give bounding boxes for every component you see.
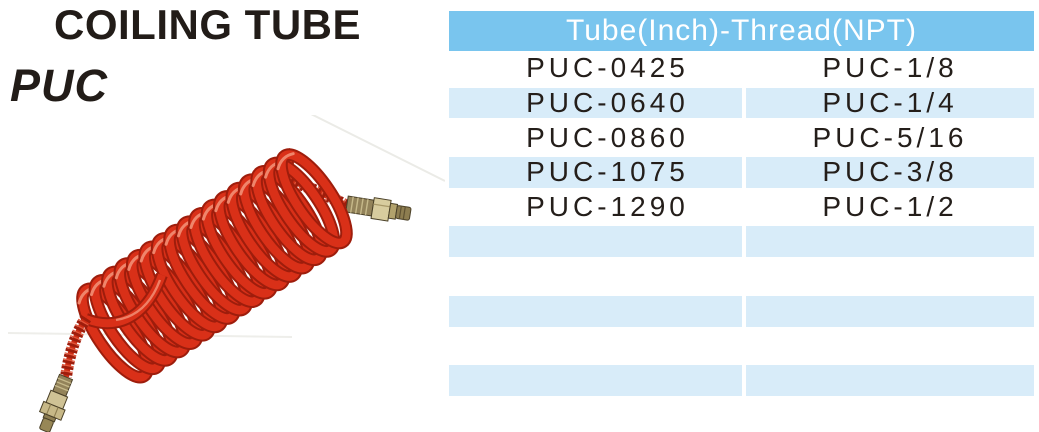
thread-cell: PUC-5/16 [746, 120, 1034, 155]
tube-cell [449, 329, 742, 364]
page-title: COILING TUBE [54, 1, 361, 48]
table-row [449, 329, 1034, 364]
thread-cell [746, 293, 1034, 329]
table-body: PUC-0425 PUC-1/8 PUC-0640 PUC-1/4 PUC-08… [449, 51, 1034, 398]
product-photo [0, 106, 446, 432]
thread-cell: PUC-3/8 [746, 155, 1034, 190]
thread-cell: PUC-1/4 [746, 85, 1034, 121]
thread-cell: PUC-1/2 [746, 190, 1034, 225]
thread-cell [746, 259, 1034, 294]
thread-code: PUC-3/8 [822, 156, 958, 188]
thread-code: PUC-1/2 [822, 191, 958, 223]
table-header-label: Tube(Inch)-Thread(NPT) [566, 14, 917, 47]
tube-code: PUC-0425 [526, 52, 689, 84]
left-end-fitting [38, 272, 168, 432]
tube-cell: PUC-0640 [449, 85, 742, 121]
table-row: PUC-0640 PUC-1/4 [449, 85, 1034, 121]
thread-code: PUC-1/8 [822, 52, 958, 84]
tube-cell [449, 224, 742, 260]
table-row [449, 224, 1034, 260]
scan-artifact-line [296, 106, 446, 182]
spec-table: Tube(Inch)-Thread(NPT) PUC-0425 PUC-1/8 … [449, 11, 1034, 398]
thread-cell [746, 224, 1034, 260]
tube-code: PUC-0640 [526, 87, 689, 119]
thread-cell [746, 363, 1034, 398]
thread-cell: PUC-1/8 [746, 51, 1034, 86]
thread-code: PUC-5/16 [812, 121, 968, 153]
tube-cell [449, 363, 742, 398]
table-row: PUC-1290 PUC-1/2 [449, 190, 1034, 225]
table-row: PUC-0425 PUC-1/8 [449, 51, 1034, 86]
tube-code: PUC-1290 [526, 191, 689, 223]
table-row: PUC-1075 PUC-3/8 [449, 155, 1034, 190]
tube-code: PUC-0860 [526, 121, 689, 153]
tube-cell [449, 259, 742, 294]
series-code: PUC [10, 60, 109, 111]
thread-code: PUC-1/4 [822, 87, 958, 119]
tube-cell: PUC-0425 [449, 51, 742, 86]
table-header-row: Tube(Inch)-Thread(NPT) [449, 11, 1034, 51]
tube-cell: PUC-1075 [449, 155, 742, 190]
table-row [449, 293, 1034, 329]
tube-cell: PUC-0860 [449, 120, 742, 155]
tube-cell: PUC-1290 [449, 190, 742, 225]
thread-cell [746, 329, 1034, 364]
coil [71, 146, 357, 386]
table-row [449, 363, 1034, 398]
tube-cell [449, 293, 742, 329]
table-row [449, 259, 1034, 294]
coiling-tube-illustration [7, 106, 446, 432]
table-row: PUC-0860 PUC-5/16 [449, 120, 1034, 155]
tube-code: PUC-1075 [526, 156, 689, 188]
